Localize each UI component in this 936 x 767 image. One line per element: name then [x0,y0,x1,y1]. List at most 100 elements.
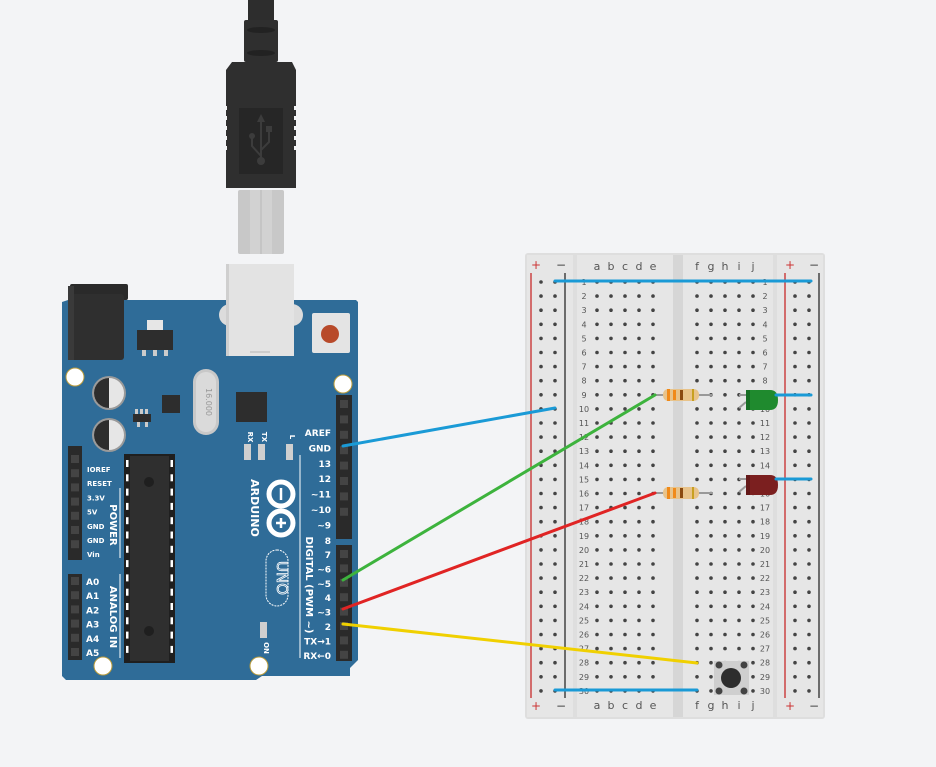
breadboard-hole[interactable] [637,364,641,369]
breadboard-hole[interactable] [751,618,755,623]
breadboard-hole[interactable] [539,336,543,341]
breadboard-hole[interactable] [807,378,811,383]
breadboard-hole[interactable] [695,519,699,524]
breadboard-hole[interactable] [793,590,797,594]
breadboard-hole[interactable] [609,477,613,482]
breadboard-hole[interactable] [539,646,543,651]
breadboard-hole[interactable] [651,350,655,355]
breadboard-hole[interactable] [751,294,755,298]
breadboard-hole[interactable] [623,548,627,552]
breadboard-hole[interactable] [709,660,713,665]
breadboard-hole[interactable] [737,308,741,313]
breadboard-hole[interactable] [751,364,755,369]
breadboard-hole[interactable] [651,590,655,594]
breadboard-hole[interactable] [737,463,741,468]
header-pin[interactable] [340,607,348,616]
breadboard-hole[interactable] [539,421,543,425]
breadboard-hole[interactable] [807,421,811,425]
breadboard-hole[interactable] [709,463,713,468]
breadboard-hole[interactable] [695,562,699,566]
breadboard-hole[interactable] [807,646,811,651]
breadboard-hole[interactable] [751,421,755,425]
breadboard-hole[interactable] [793,675,797,679]
breadboard-hole[interactable] [695,548,699,552]
breadboard-hole[interactable] [709,435,713,439]
breadboard-hole[interactable] [651,519,655,524]
header-pin[interactable] [340,415,348,424]
breadboard-hole[interactable] [737,505,741,510]
breadboard-hole[interactable] [539,350,543,355]
breadboard-hole[interactable] [737,618,741,623]
breadboard-hole[interactable] [709,646,713,651]
breadboard-hole[interactable] [793,548,797,552]
breadboard-hole[interactable] [651,576,655,580]
breadboard-hole[interactable] [553,505,557,510]
breadboard-hole[interactable] [595,618,599,623]
breadboard-hole[interactable] [595,421,599,425]
header-pin[interactable] [340,578,348,587]
breadboard-hole[interactable] [609,562,613,566]
breadboard-hole[interactable] [609,604,613,609]
breadboard-hole[interactable] [595,604,599,609]
breadboard-hole[interactable] [623,463,627,468]
breadboard-hole[interactable] [651,336,655,341]
breadboard-hole[interactable] [609,590,613,594]
breadboard-hole[interactable] [695,449,699,454]
breadboard-hole[interactable] [553,364,557,369]
breadboard-hole[interactable] [595,548,599,552]
breadboard-hole[interactable] [723,604,727,609]
breadboard-hole[interactable] [651,548,655,552]
breadboard-hole[interactable] [695,576,699,580]
breadboard-hole[interactable] [807,294,811,298]
breadboard-hole[interactable] [595,308,599,313]
header-pin[interactable] [71,511,79,520]
breadboard-hole[interactable] [695,632,699,637]
breadboard-hole[interactable] [737,519,741,524]
breadboard-hole[interactable] [623,435,627,439]
breadboard-hole[interactable] [695,294,699,298]
header-pin[interactable] [340,507,348,516]
breadboard-hole[interactable] [539,308,543,313]
breadboard-hole[interactable] [595,336,599,341]
breadboard-hole[interactable] [723,393,727,397]
breadboard-hole[interactable] [623,421,627,425]
breadboard-hole[interactable] [623,660,627,665]
breadboard-hole[interactable] [651,505,655,510]
breadboard-hole[interactable] [539,491,543,496]
header-pin[interactable] [340,622,348,630]
header-pin[interactable] [340,564,348,573]
breadboard-hole[interactable] [793,632,797,637]
breadboard-hole[interactable] [751,604,755,609]
breadboard-hole[interactable] [637,519,641,524]
breadboard-hole[interactable] [793,519,797,524]
header-pin[interactable] [340,492,348,501]
breadboard-hole[interactable] [595,378,599,383]
breadboard-hole[interactable] [651,632,655,637]
breadboard-hole[interactable] [807,364,811,369]
breadboard-hole[interactable] [751,378,755,383]
breadboard-hole[interactable] [637,322,641,327]
breadboard-hole[interactable] [709,548,713,552]
breadboard-hole[interactable] [553,350,557,355]
breadboard-hole[interactable] [595,590,599,594]
breadboard-hole[interactable] [609,322,613,327]
header-pin[interactable] [71,469,79,478]
breadboard-hole[interactable] [695,378,699,383]
breadboard-hole[interactable] [623,449,627,454]
breadboard-hole[interactable] [807,604,811,609]
breadboard-hole[interactable] [709,618,713,623]
breadboard-hole[interactable] [807,505,811,510]
breadboard-hole[interactable] [737,632,741,637]
breadboard-hole[interactable] [709,407,713,411]
breadboard-hole[interactable] [793,604,797,609]
breadboard-hole[interactable] [553,675,557,679]
breadboard-hole[interactable] [807,534,811,538]
breadboard-hole[interactable] [609,463,613,468]
breadboard-hole[interactable] [637,675,641,679]
breadboard-hole[interactable] [609,576,613,580]
header-pin[interactable] [71,591,79,600]
breadboard-hole[interactable] [539,393,543,397]
breadboard-hole[interactable] [751,463,755,468]
breadboard-hole[interactable] [751,689,755,693]
breadboard-hole[interactable] [553,548,557,552]
